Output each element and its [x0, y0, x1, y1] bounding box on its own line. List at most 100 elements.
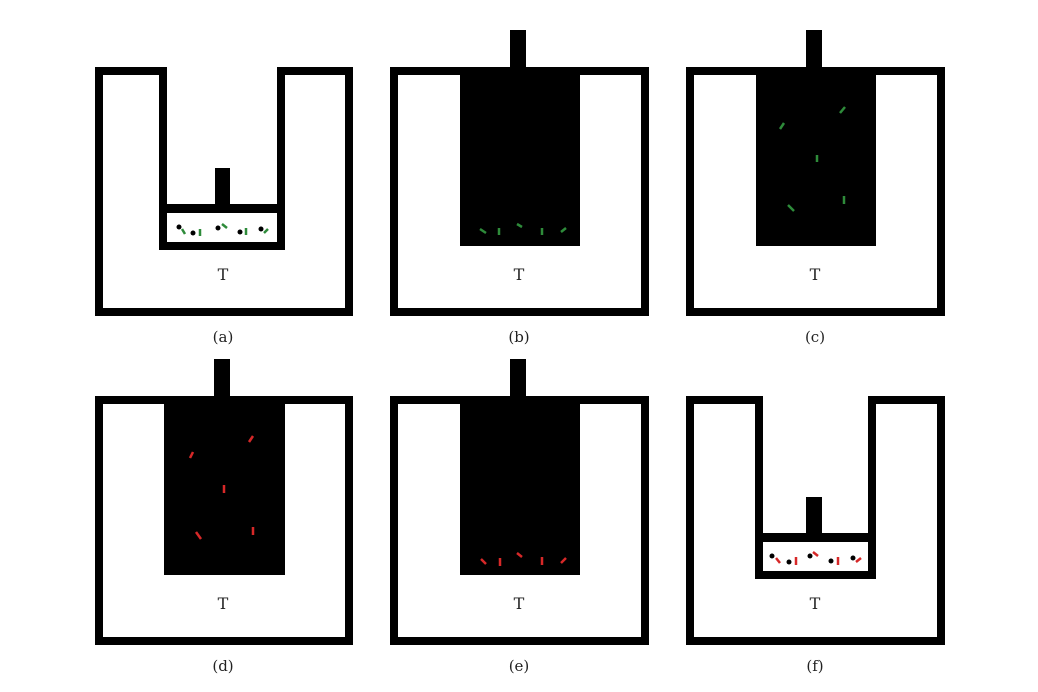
- spin-arrow-red: [247, 435, 255, 443]
- cylinder-wall: [572, 404, 580, 575]
- piston-rod: [510, 359, 526, 397]
- piston-rod: [806, 30, 822, 68]
- piston-rod: [510, 30, 526, 68]
- panel-a: T (a): [95, 67, 353, 346]
- cylinder-bottom: [164, 567, 285, 575]
- heat-reservoir: [390, 67, 649, 316]
- heat-reservoir: [95, 396, 353, 645]
- piston-plate: [756, 67, 876, 79]
- panel-caption: (b): [508, 328, 529, 346]
- piston-plate: [460, 396, 580, 408]
- arrowhead-up: [511, 83, 523, 94]
- molecule: [189, 536, 195, 542]
- piston-rod: [806, 497, 822, 534]
- spin-arrow-green: [263, 228, 269, 234]
- gas-molecules: [773, 106, 846, 213]
- panel-c: T (c): [686, 30, 945, 346]
- spin-arrow-red: [775, 557, 781, 564]
- spin-arrow-green: [787, 204, 795, 212]
- spin-arrow-red: [516, 552, 523, 558]
- piston-plate: [164, 396, 285, 408]
- arrowhead-down: [511, 439, 523, 450]
- gas-molecules: [474, 552, 567, 566]
- molecule: [808, 154, 814, 160]
- cylinder-wall: [756, 75, 764, 246]
- spin-arrow-green: [560, 227, 567, 233]
- gas-molecules: [769, 551, 862, 565]
- molecule: [258, 226, 264, 232]
- cylinder-wall: [164, 404, 172, 575]
- spin-arrow-green: [839, 106, 846, 114]
- reservoir-temperature-label: T: [218, 594, 229, 613]
- panel-d: T (d): [95, 359, 353, 675]
- molecule: [237, 229, 243, 235]
- cylinder-wall: [868, 75, 876, 246]
- molecule: [183, 450, 189, 456]
- molecule: [215, 225, 221, 231]
- molecule: [243, 435, 249, 441]
- panel-caption: (e): [509, 657, 530, 675]
- molecule: [773, 120, 779, 126]
- molecule: [511, 225, 517, 231]
- reservoir-temperature-label: T: [810, 265, 821, 284]
- piston-plate: [167, 204, 277, 213]
- molecule: [781, 207, 787, 213]
- piston-rod: [214, 359, 230, 397]
- molecule: [555, 225, 561, 231]
- panel-b: T (b): [390, 30, 649, 346]
- molecule: [215, 486, 221, 492]
- spin-arrow-red: [188, 451, 195, 459]
- molecule: [190, 230, 196, 236]
- spin-arrow-green: [516, 222, 523, 229]
- cylinder-wall: [277, 404, 285, 575]
- cylinder-wall: [460, 75, 468, 246]
- panel-caption: (a): [213, 328, 234, 346]
- cylinder-bottom: [756, 238, 876, 246]
- piston-plate: [460, 67, 580, 79]
- molecule: [835, 198, 841, 204]
- molecule: [834, 106, 840, 112]
- molecule: [243, 528, 249, 534]
- spin-arrow-red: [194, 531, 203, 540]
- spin-arrow-red: [560, 557, 567, 564]
- piston-rod: [215, 168, 230, 205]
- molecule: [807, 553, 813, 559]
- reservoir-temperature-label: T: [810, 594, 821, 613]
- cylinder-bottom: [460, 238, 580, 246]
- molecule: [176, 224, 182, 230]
- molecule: [828, 558, 834, 564]
- reservoir-temperature-label: T: [514, 594, 525, 613]
- heat-reservoir: [686, 67, 945, 316]
- molecule: [533, 229, 539, 235]
- panel-caption: (d): [212, 657, 233, 675]
- spin-arrow-green: [180, 228, 187, 235]
- molecule: [490, 560, 496, 566]
- panel-caption: (f): [806, 657, 823, 675]
- molecule: [786, 559, 792, 565]
- cylinder-wall: [460, 404, 468, 575]
- panel-f: T (f): [686, 396, 945, 675]
- piston-plate: [763, 533, 868, 542]
- panel-caption: (c): [805, 328, 825, 346]
- spin-arrow-green: [479, 227, 487, 235]
- heat-reservoir: [95, 67, 353, 316]
- spin-arrow-green: [221, 223, 228, 229]
- heat-reservoir: [390, 396, 649, 645]
- spin-arrow-red: [855, 557, 862, 563]
- cylinder-bottom: [460, 567, 580, 575]
- molecule: [533, 558, 539, 564]
- molecule: [474, 554, 480, 560]
- reservoir-temperature-label: T: [218, 265, 229, 284]
- molecule: [490, 229, 496, 235]
- panel-e: T (e): [390, 359, 649, 675]
- molecule: [511, 554, 517, 560]
- molecule: [769, 553, 775, 559]
- cylinder-wall: [572, 75, 580, 246]
- gas-molecules: [183, 435, 255, 542]
- spin-arrow-red: [480, 558, 487, 565]
- gas-molecules: [473, 222, 567, 235]
- spin-arrow-green: [778, 122, 786, 130]
- molecule: [850, 555, 856, 561]
- molecule: [555, 555, 561, 561]
